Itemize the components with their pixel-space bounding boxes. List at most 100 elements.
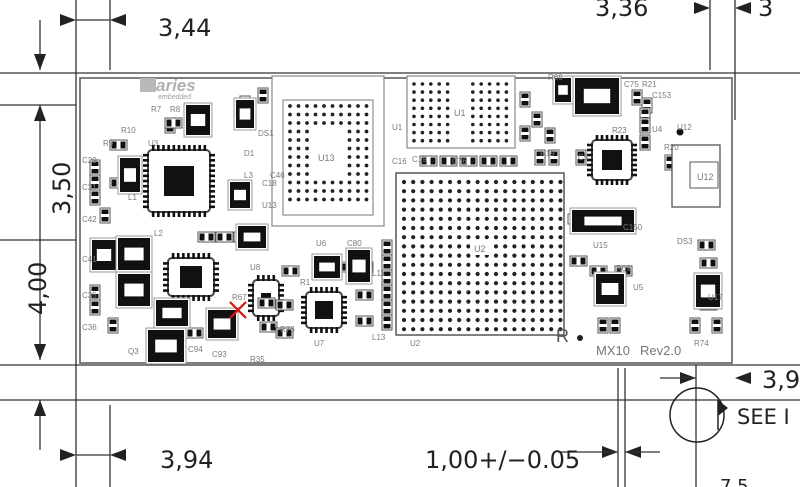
u12-component: U12 xyxy=(671,128,721,208)
designator-label: C35 xyxy=(82,291,97,300)
ic-package xyxy=(89,237,119,273)
ic-package xyxy=(693,272,723,310)
designator-label: R74 xyxy=(694,339,709,348)
resistor xyxy=(419,155,438,167)
capacitor xyxy=(257,87,269,104)
designator-label: U3 xyxy=(148,139,159,148)
u1-memory: U1 xyxy=(406,75,516,149)
logo-subtext: embedded xyxy=(158,94,192,101)
designator-label: C80 xyxy=(347,239,362,248)
dim-top-right: 3,36 xyxy=(595,0,648,22)
designator-label: Q3 xyxy=(128,347,139,356)
designator-label: D1 xyxy=(244,149,255,158)
u12-chip-label: U12 xyxy=(697,172,714,182)
ic-package xyxy=(145,327,187,365)
ic-package xyxy=(233,97,257,131)
designator-label: C36 xyxy=(82,323,97,332)
ic-package xyxy=(205,307,239,341)
designator-label: C16 xyxy=(392,157,407,166)
resistor xyxy=(185,327,204,339)
ic-package xyxy=(153,297,191,329)
designator-label: R66 xyxy=(548,73,563,82)
resistor xyxy=(281,265,300,277)
resistor xyxy=(459,155,478,167)
designator-label: R1 xyxy=(300,278,311,287)
designator-label: R19 xyxy=(540,149,555,158)
resistor xyxy=(197,231,216,243)
designator-label: U4 xyxy=(652,125,663,134)
capacitor xyxy=(631,89,643,106)
passive-components xyxy=(89,75,723,365)
capacitor xyxy=(531,111,543,128)
ic-package xyxy=(345,247,373,285)
dimension-leaders xyxy=(76,19,696,456)
board-model: MX10 xyxy=(596,343,630,358)
designator-label: U12 xyxy=(677,123,692,132)
red-cross-marker xyxy=(229,301,247,319)
u2-label: U2 xyxy=(474,244,486,254)
designator-label: U15 xyxy=(593,241,608,250)
capacitor xyxy=(609,317,621,334)
resistor xyxy=(499,155,518,167)
designator-label: C18 xyxy=(262,179,277,188)
designator-label: DS3 xyxy=(677,237,693,246)
designator-label: C41 xyxy=(82,255,97,264)
capacitor xyxy=(689,317,701,334)
designator-label: U1 xyxy=(392,123,403,132)
ic-package xyxy=(552,75,574,105)
capacitor xyxy=(519,125,531,142)
dim-top-left: 3,44 xyxy=(158,14,211,42)
u1-chip-label: U1 xyxy=(454,108,466,118)
designator-label: L3 xyxy=(244,171,253,180)
resistor xyxy=(109,139,128,151)
ic-package xyxy=(572,75,622,117)
capacitor xyxy=(89,299,101,316)
designator-label: C29 xyxy=(82,156,97,165)
designator-label: C153 xyxy=(652,91,672,100)
designator-label: R23 xyxy=(612,126,627,135)
capacitor xyxy=(575,149,587,166)
resistor xyxy=(439,155,458,167)
designator-label: R9 xyxy=(103,139,114,148)
ic-package xyxy=(227,179,253,211)
dim-left-upper: 3,50 xyxy=(48,162,76,215)
designator-label: C93 xyxy=(212,350,227,359)
designator-label: C75 xyxy=(624,80,639,89)
capacitor xyxy=(597,317,609,334)
ic-package xyxy=(117,155,143,195)
designator-label: C31 xyxy=(82,183,97,192)
designator-label: U2 xyxy=(410,339,421,348)
resistor xyxy=(569,255,588,267)
designator-label: L1 xyxy=(128,193,137,202)
designator-label: L13 xyxy=(372,333,386,342)
designator-label: DS1 xyxy=(258,129,274,138)
see-callout-text: SEE I xyxy=(737,405,790,429)
resistor xyxy=(699,257,718,269)
u2-bga: U2 xyxy=(395,172,565,336)
capacitor xyxy=(639,117,651,134)
ic-package xyxy=(235,223,269,251)
dim-bottom-center: 1,00+/−0.05 xyxy=(425,446,580,474)
capacitor xyxy=(381,314,393,331)
capacitor xyxy=(89,189,101,206)
resistor xyxy=(355,289,374,301)
capacitor xyxy=(107,317,119,334)
designator-label: U13 xyxy=(262,201,277,210)
ic-package xyxy=(183,102,213,138)
dim-bottom-left: 3,94 xyxy=(160,446,213,474)
logo-text: aries xyxy=(156,76,196,95)
designator-label: R8 xyxy=(170,105,181,114)
designator-label: R10 xyxy=(121,126,136,135)
qfn-package xyxy=(587,135,637,185)
designator-label: U17 xyxy=(708,293,723,302)
designator-label: U8 xyxy=(250,263,261,272)
designator-label: C94 xyxy=(188,345,203,354)
designator-label: L2 xyxy=(154,229,163,238)
capacitor xyxy=(711,317,723,334)
capacitor xyxy=(548,149,560,166)
u13-chip-label: U13 xyxy=(318,153,335,163)
board-revision: Rev2.0 xyxy=(640,343,681,358)
ic-package xyxy=(115,235,153,273)
capacitor xyxy=(639,134,651,151)
